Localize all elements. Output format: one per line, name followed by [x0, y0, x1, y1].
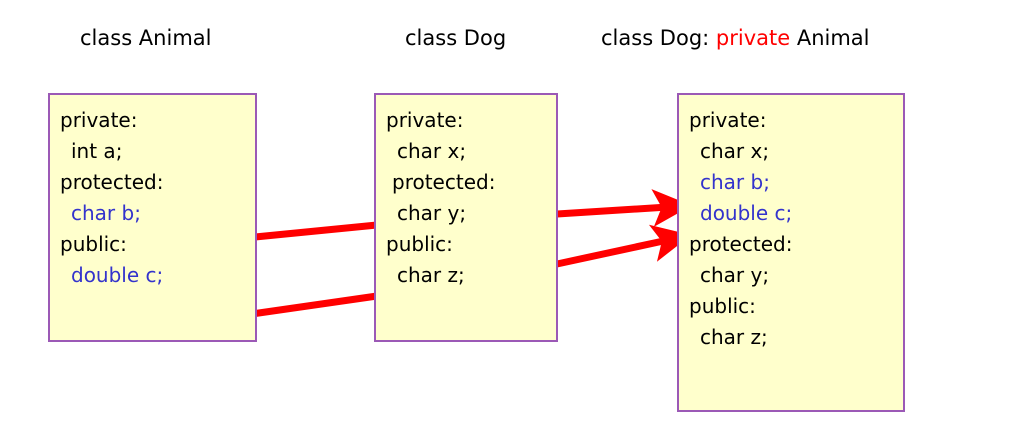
- member-line: char b;: [71, 201, 141, 225]
- member-line: char b;: [700, 170, 770, 194]
- class-title-derived-keyword: private: [715, 26, 791, 50]
- class-box-animal: private: int a; protected: char b; publi…: [48, 93, 257, 342]
- member-line: double c;: [71, 263, 164, 287]
- member-line: int a;: [71, 139, 123, 163]
- member-line: protected:: [392, 170, 496, 194]
- member-line: char y;: [397, 201, 467, 225]
- member-line: protected:: [689, 232, 793, 256]
- class-title-animal-text: class Animal: [80, 26, 212, 50]
- member-line: public:: [386, 232, 453, 256]
- member-line: char x;: [700, 139, 770, 163]
- member-list-animal: private: int a; protected: char b; publi…: [60, 105, 251, 291]
- member-line: public:: [689, 294, 756, 318]
- member-list-derived-dog: private: char x; char b; double c; prote…: [689, 105, 899, 353]
- member-line: char z;: [700, 325, 768, 349]
- member-line: char y;: [700, 263, 770, 287]
- class-title-animal: class Animal: [80, 25, 211, 51]
- connector-animal-b-to-dog: [254, 221, 378, 241]
- class-title-derived-prefix: class Dog:: [601, 26, 716, 50]
- connector-dog-b-to-derived: [556, 189, 692, 227]
- member-line: private:: [386, 108, 464, 132]
- member-line: char x;: [397, 139, 467, 163]
- connector-animal-c-to-dog: [251, 292, 378, 318]
- class-title-dog-text: class Dog: [405, 26, 507, 50]
- member-list-dog: private: char x; protected: char y; publ…: [386, 105, 552, 291]
- class-title-derived-suffix: Animal: [790, 26, 870, 50]
- class-box-derived-dog: private: char x; char b; double c; prote…: [677, 93, 905, 412]
- class-title-dog: class Dog: [405, 25, 506, 51]
- member-line: private:: [689, 108, 767, 132]
- member-line: public:: [60, 232, 127, 256]
- member-line: double c;: [700, 201, 793, 225]
- connector-dog-c-to-derived: [556, 224, 692, 268]
- member-line: protected:: [60, 170, 164, 194]
- member-line: private:: [60, 108, 138, 132]
- class-title-derived-dog: class Dog: private Animal: [601, 25, 870, 51]
- member-line: char z;: [397, 263, 465, 287]
- class-box-dog: private: char x; protected: char y; publ…: [374, 93, 558, 342]
